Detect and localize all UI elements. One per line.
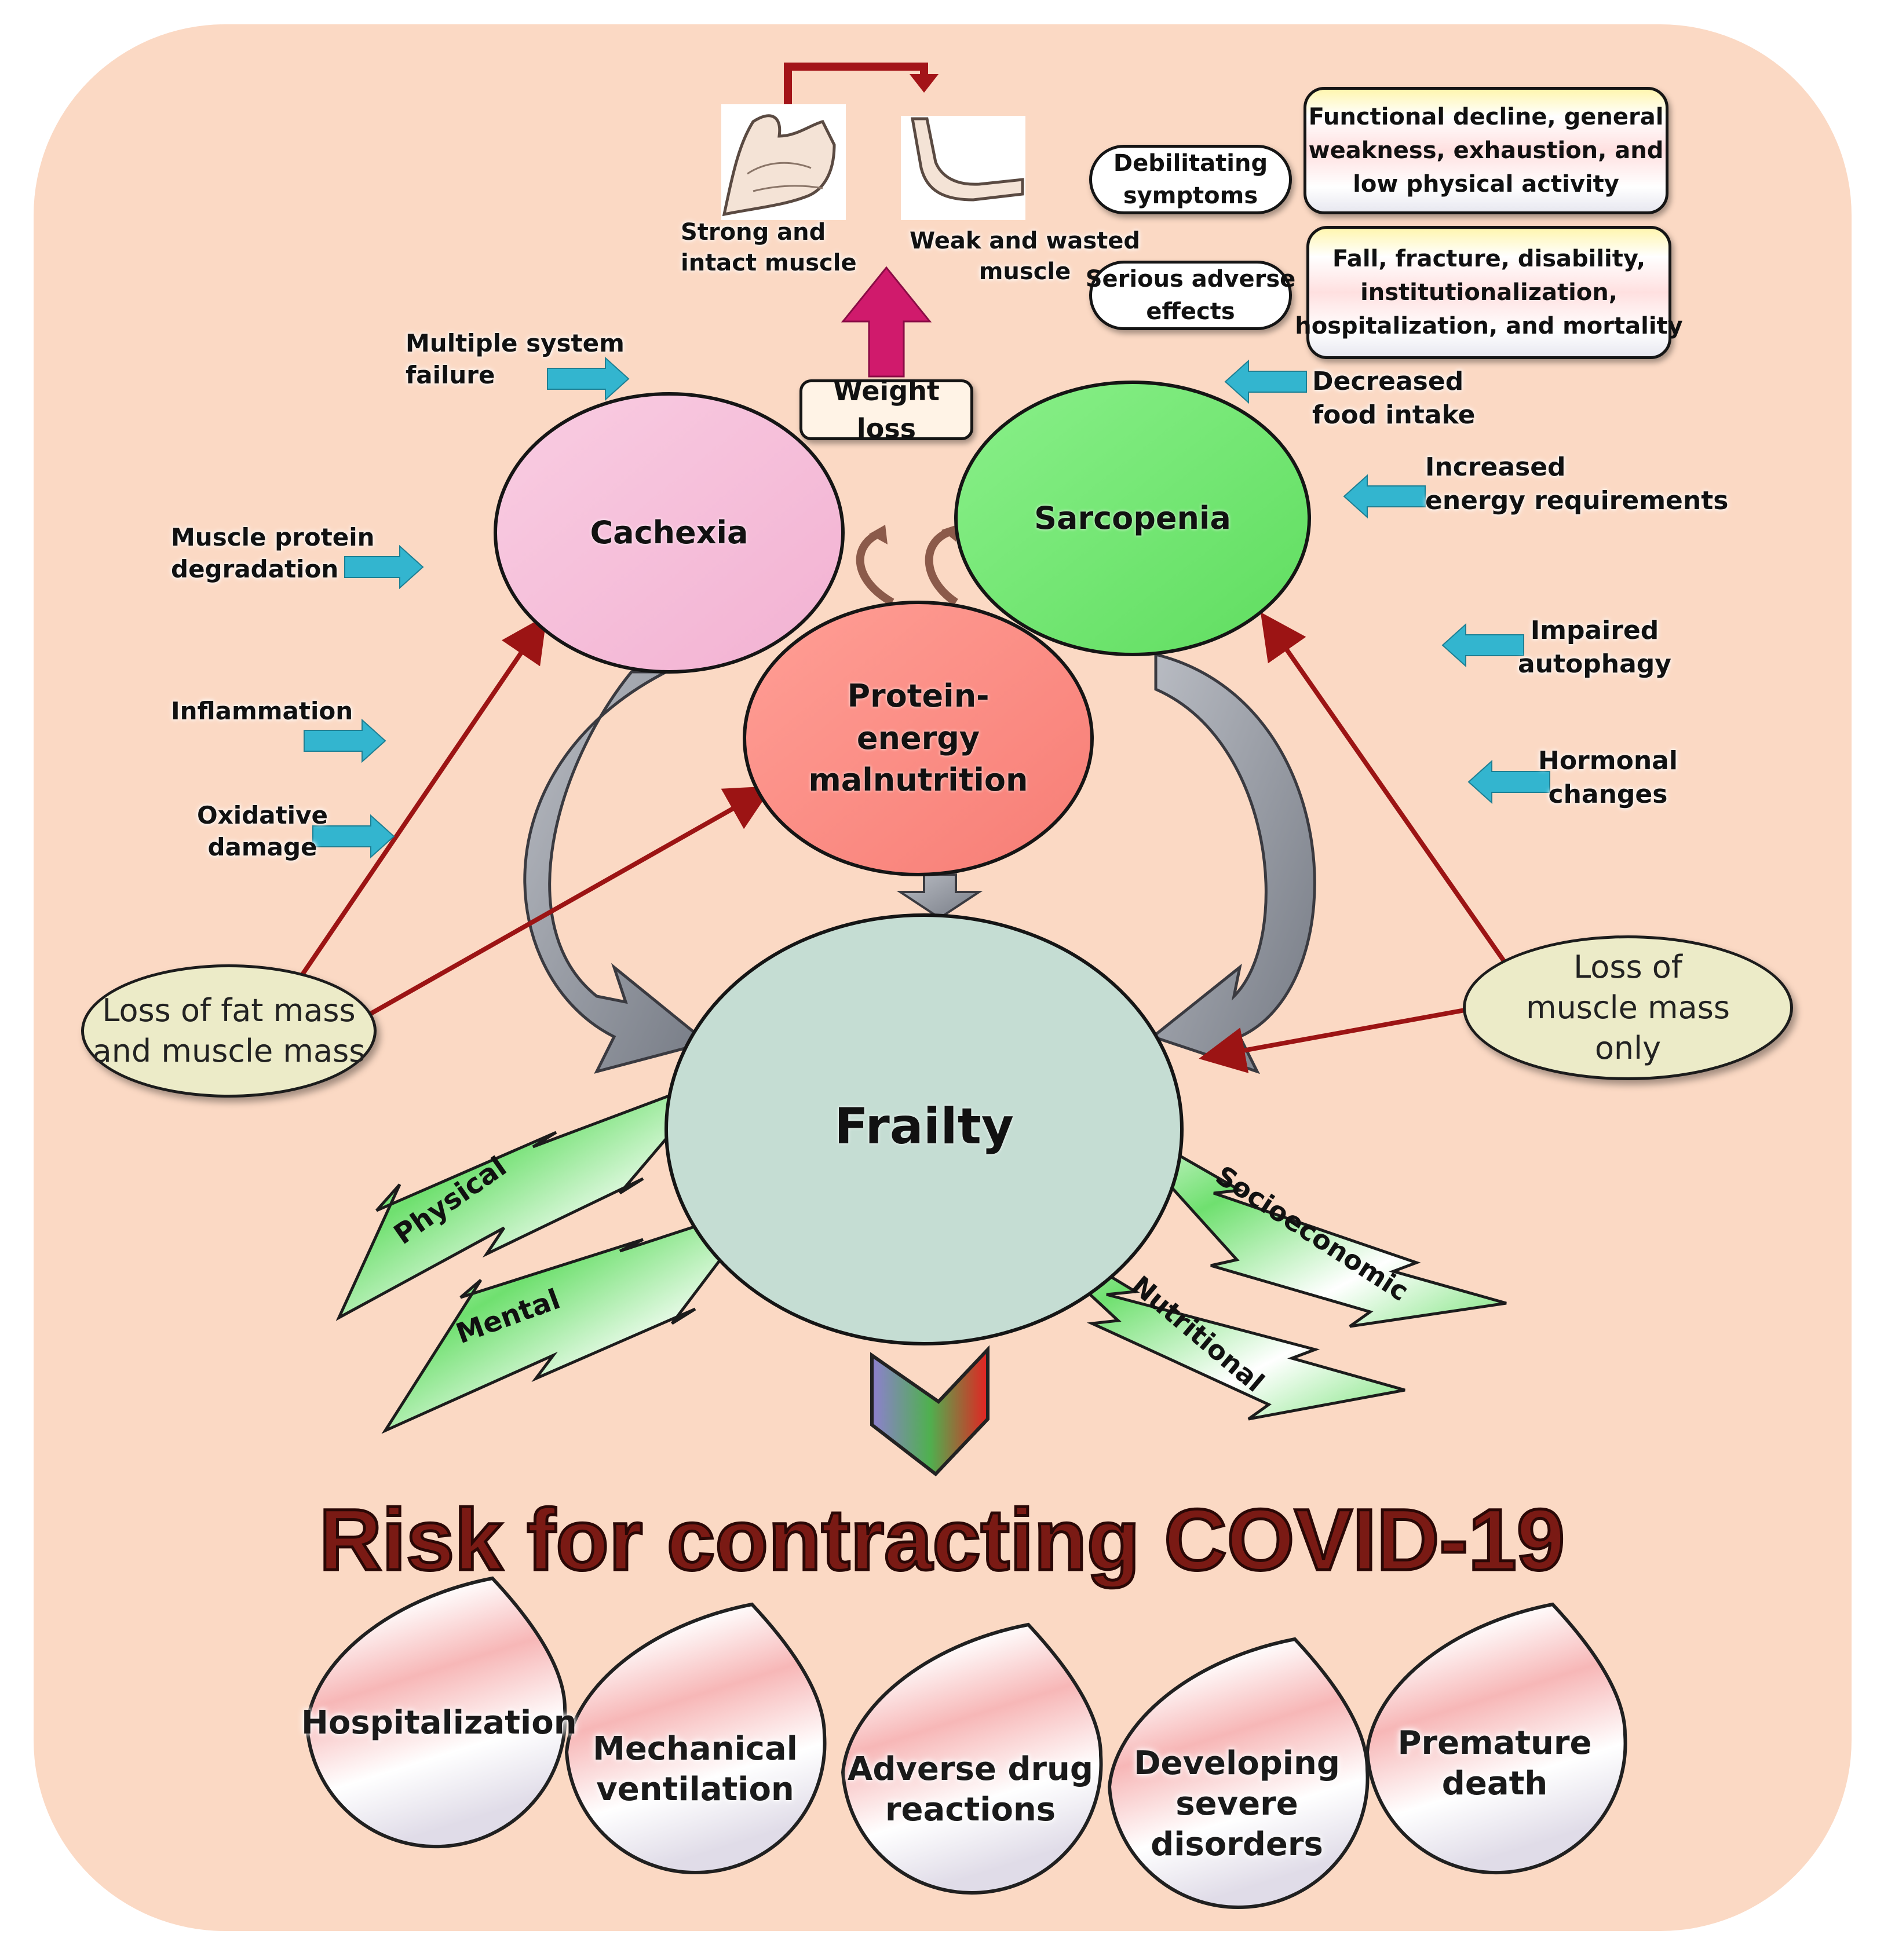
hormonal-changes-label: Hormonal changes (1538, 746, 1678, 810)
frailty-circle (664, 913, 1184, 1345)
mental-bolt (381, 1202, 766, 1434)
nutritional-bolt (995, 1206, 1405, 1421)
risk-title: Risk for contracting COVID-19 (319, 1491, 1565, 1588)
weak-muscle-label: Weak and wasted muscle (910, 228, 1141, 285)
outcome-drop-5 (1365, 1602, 1627, 1874)
strong-muscle-label: Strong and intact muscle (681, 219, 857, 276)
decreased-food-intake-label: Decreased food intake (1312, 367, 1476, 430)
outcome-label-2: Mechanical ventilation (593, 1730, 798, 1808)
muscle-transition-arrow (784, 63, 928, 122)
inflammation-label: Inflammation (171, 697, 353, 725)
weight-loss-label: Weight loss (799, 375, 973, 444)
serious-effects-pill: Serious adverse effects (1086, 261, 1295, 330)
loss-fat-and-muscle-oval: Loss of fat mass and muscle mass (81, 964, 377, 1098)
outcome-label-3: Adverse drug reactions (848, 1750, 1093, 1829)
muscle-protein-degradation-label: Muscle protein degradation (171, 523, 375, 584)
loss-muscle-only-oval: Loss of muscle mass only (1463, 935, 1793, 1080)
serious-detail-box: Fall, fracture, disability, institutiona… (1295, 226, 1683, 359)
sarcopenia-circle (954, 381, 1311, 656)
outcome-drop-2 (564, 1602, 827, 1874)
impaired-autophagy-label: Impaired autophagy (1518, 616, 1671, 679)
outcome-drop-3 (841, 1622, 1103, 1895)
socioeconomic-bolt (1102, 1110, 1507, 1328)
multiple-system-failure-label: Multiple system failure (406, 329, 625, 390)
sarcopenia-label: Sarcopenia (1034, 499, 1231, 536)
increased-energy-label: Increased energy requirements (1425, 452, 1729, 516)
cachexia-to-frailty-arrow (523, 670, 710, 1074)
strong-muscle-image (721, 104, 846, 220)
outcome-drop-1 (305, 1576, 567, 1848)
oxidative-damage-label: Oxidative damage (197, 801, 328, 862)
debilitating-detail-box: Functional decline, general weakness, ex… (1304, 87, 1668, 214)
outcome-label-1: Hospitalization (301, 1704, 577, 1742)
physical-bolt (335, 1074, 724, 1321)
down-chevron (870, 1345, 990, 1477)
cachexia-circle (494, 392, 845, 674)
weak-muscle-image (901, 116, 1025, 220)
outcome-label-5: Premature death (1397, 1724, 1592, 1802)
pem-label: Protein- energy malnutrition (808, 677, 1028, 799)
pem-to-frailty-arrow (896, 873, 983, 920)
frailty-label: Frailty (834, 1097, 1014, 1155)
weight-loss-arrow (841, 266, 932, 378)
cachexia-label: Cachexia (590, 514, 749, 551)
outcome-label-4: Developing severe disorders (1134, 1745, 1340, 1863)
debilitating-symptoms-pill: Debilitating symptoms (1089, 145, 1292, 214)
pem-circle (743, 601, 1094, 876)
